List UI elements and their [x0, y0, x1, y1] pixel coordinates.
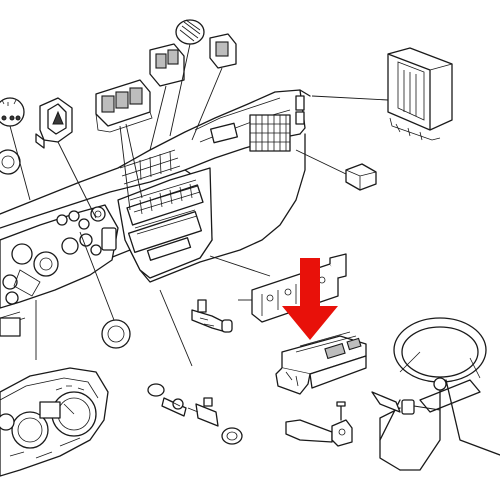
centre-console: [117, 149, 213, 279]
connector-plug: [191, 299, 233, 333]
wiper-switch: [285, 419, 353, 447]
steering-column-switch-cover: [275, 331, 367, 395]
switch-single-top: [209, 33, 237, 69]
light-switch-icon-badge: [0, 97, 25, 175]
hazard-switch: [35, 97, 73, 149]
cigarette-lighter: [147, 383, 187, 417]
warning-lamp-cap: [175, 19, 205, 45]
control-unit-module: [311, 47, 453, 141]
steering-wheel: [379, 317, 500, 471]
round-switch-knob: [101, 319, 131, 349]
relay: [295, 149, 377, 191]
instrument-panel-left: [0, 204, 119, 337]
socket-module: [187, 397, 243, 445]
instrument-cluster: [0, 367, 109, 477]
red-down-arrow-icon: [282, 258, 338, 340]
switch-block-triple: [95, 79, 153, 133]
switch-block-double: [149, 43, 185, 87]
stalk-switch: [371, 391, 441, 415]
screw: [336, 401, 346, 421]
